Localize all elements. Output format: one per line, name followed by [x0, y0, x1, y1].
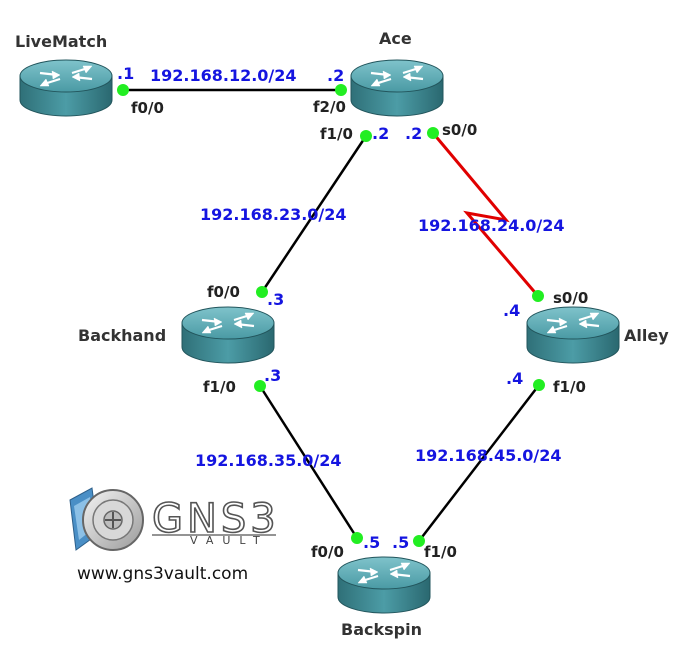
router-backspin[interactable] [336, 555, 432, 615]
iface-ace-s0-0: s0/0 [442, 121, 477, 139]
link-backhand-backspin[interactable] [258, 385, 359, 539]
host-id-livematch-f0-0: .1 [117, 64, 134, 83]
host-id-ace-f1-0: .2 [372, 124, 389, 143]
port-livematch-f0-0[interactable] [117, 84, 129, 96]
link-ace-backhand[interactable] [260, 135, 368, 293]
router-name-ace: Ace [379, 29, 412, 48]
host-id-backhand-f0-0: .3 [267, 290, 284, 309]
iface-livematch-f0-0: f0/0 [131, 99, 164, 117]
port-backspin-f0-0[interactable] [351, 532, 363, 544]
port-backspin-f1-0[interactable] [413, 535, 425, 547]
port-backhand-f1-0[interactable] [254, 380, 266, 392]
port-alley-f1-0[interactable] [533, 379, 545, 391]
port-ace-s0-0[interactable] [427, 127, 439, 139]
iface-ace-f2-0: f2/0 [313, 98, 346, 116]
host-id-backspin-f1-0: .5 [392, 533, 409, 552]
host-id-alley-f1-0: .4 [506, 369, 523, 388]
subnet-label-ace-alley: 192.168.24.0/24 [418, 216, 565, 235]
router-name-livematch: LiveMatch [15, 32, 107, 51]
subnet-label-livematch-ace: 192.168.12.0/24 [150, 66, 297, 85]
vault-disc-icon [69, 487, 144, 551]
port-alley-s0-0[interactable] [532, 290, 544, 302]
port-backhand-f0-0[interactable] [256, 286, 268, 298]
router-alley[interactable] [525, 305, 621, 365]
iface-backhand-f1-0: f1/0 [203, 378, 236, 396]
port-ace-f2-0[interactable] [335, 84, 347, 96]
gns3-vault-logo: GNS3 VAULT [69, 487, 277, 551]
port-dots [117, 84, 545, 547]
router-name-alley: Alley [624, 326, 669, 345]
iface-backspin-f0-0: f0/0 [311, 543, 344, 561]
iface-alley-s0-0: s0/0 [553, 289, 588, 307]
link-alley-backspin[interactable] [418, 384, 540, 542]
iface-alley-f1-0: f1/0 [553, 378, 586, 396]
router-backhand[interactable] [180, 305, 276, 365]
host-id-ace-s0-0: .2 [405, 124, 422, 143]
iface-backspin-f1-0: f1/0 [424, 543, 457, 561]
host-id-ace-f2-0: .2 [327, 66, 344, 85]
logo-sub-text: VAULT [190, 534, 269, 547]
port-ace-f1-0[interactable] [360, 130, 372, 142]
subnet-label-backhand-backspin: 192.168.35.0/24 [195, 451, 342, 470]
subnet-label-alley-backspin: 192.168.45.0/24 [415, 446, 562, 465]
router-name-backhand: Backhand [78, 326, 166, 345]
host-id-backhand-f1-0: .3 [264, 366, 281, 385]
website-url[interactable]: www.gns3vault.com [77, 564, 248, 584]
router-ace[interactable] [349, 58, 445, 118]
subnet-label-ace-backhand: 192.168.23.0/24 [200, 205, 347, 224]
host-id-alley-s0-0: .4 [503, 301, 520, 320]
link-ace-alley-serial[interactable] [431, 132, 540, 297]
router-name-backspin: Backspin [341, 620, 422, 639]
iface-ace-f1-0: f1/0 [320, 125, 353, 143]
host-id-backspin-f0-0: .5 [363, 533, 380, 552]
router-livematch[interactable] [18, 58, 114, 118]
iface-backhand-f0-0: f0/0 [207, 283, 240, 301]
links [123, 88, 540, 542]
